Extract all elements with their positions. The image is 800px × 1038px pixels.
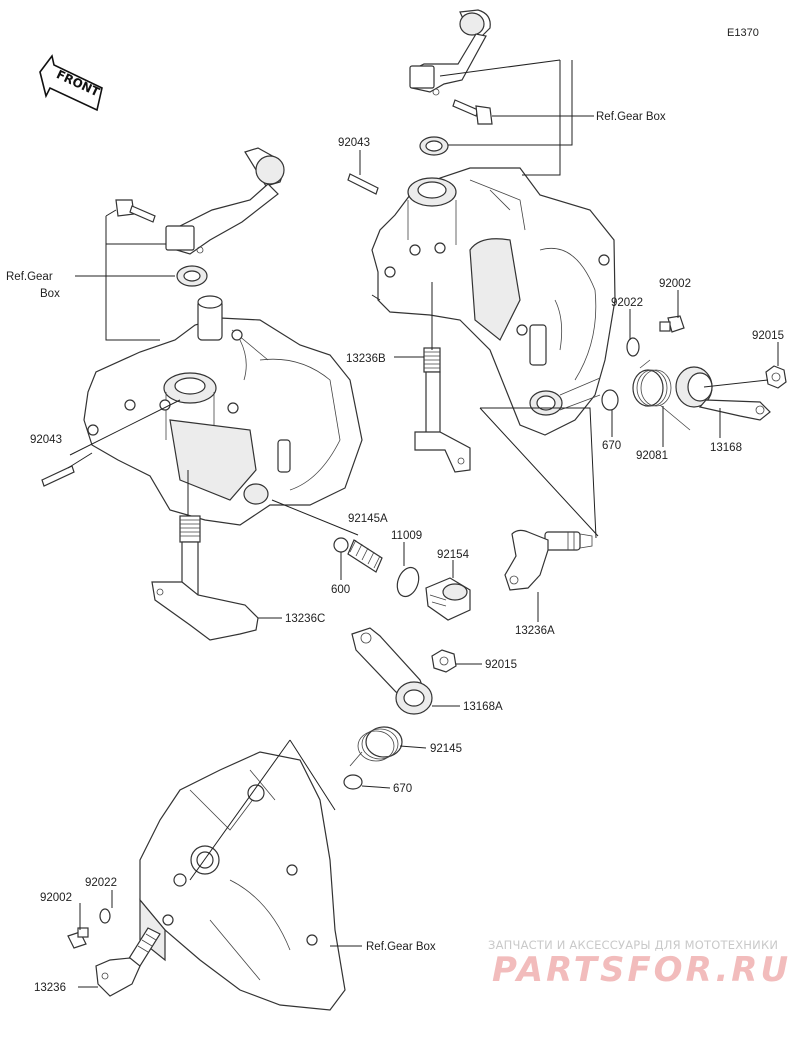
plug-92154 [425,577,471,621]
shift-shaft-13236b [414,347,471,473]
spring-92145a [347,539,383,573]
label-92043-top: 92043 [338,137,370,149]
circlip-670-top [601,389,619,411]
washer-92022-bottom [99,908,111,924]
arm-13168 [675,366,771,421]
washer-92022-top [626,337,640,357]
label-92022-bottom: 92022 [85,877,117,889]
label-13168: 13168 [710,442,742,454]
spring-92145 [349,726,403,767]
label-ref-gear-left-2: Box [40,288,60,300]
gear-case-bottom [139,751,346,1011]
label-92043-left: 92043 [30,434,62,446]
gear-case-left [83,295,363,526]
arm-13168a [351,627,433,715]
shift-shaft-13236a [504,529,593,591]
label-92015-mid: 92015 [485,659,517,671]
watermark-brand: PARTSFOR.RU [492,950,792,990]
label-13236c: 13236C [285,613,325,625]
shift-shaft-13236 [95,927,161,997]
pin-left [41,465,75,487]
oil-seal-left [176,265,208,287]
bolt-92002-top [659,315,685,333]
label-92002-bottom: 92002 [40,892,72,904]
label-92145a: 92145A [348,513,388,525]
spring-92081 [632,359,691,431]
shift-lever-left [165,147,285,255]
nut-92015-top [765,365,787,389]
label-92081: 92081 [636,450,668,462]
label-13236a: 13236A [515,625,555,637]
label-600: 600 [331,584,350,596]
label-92145: 92145 [430,743,462,755]
oil-seal-top [419,136,449,156]
label-ref-gear-box-top: Ref.Gear Box [596,111,666,123]
shift-lever-top [409,9,491,96]
circlip-670-bottom [343,774,363,790]
label-13236: 13236 [34,982,66,994]
label-670-top: 670 [602,440,621,452]
nut-92015-mid [431,649,457,673]
bolt-92002-bottom [67,927,89,949]
pin-top [347,173,379,195]
bolt-left [115,199,156,223]
leader-lines [67,59,779,988]
ball-600 [333,537,349,553]
label-ref-gear-box-bottom: Ref.Gear Box [366,941,436,953]
shift-shaft-13236c [151,515,259,641]
gear-case-top [371,167,616,436]
label-13168a: 13168A [463,701,503,713]
label-92154: 92154 [437,549,470,561]
bolt-top [452,99,493,125]
label-11009: 11009 [391,530,422,542]
front-arrow-icon: FRONT [39,54,103,112]
label-670-bottom: 670 [393,783,412,795]
label-13236b: 13236B [346,353,386,365]
label-92022-top: 92022 [611,297,643,309]
watermark-tagline: ЗАПЧАСТИ И АКСЕССУАРЫ ДЛЯ МОТОТЕХНИКИ [488,938,779,952]
label-ref-gear-left-1: Ref.Gear [6,271,53,283]
label-92002-top: 92002 [659,278,691,290]
diagram-code: E1370 [727,27,759,39]
washer-11009 [396,566,420,598]
label-92015-top: 92015 [752,330,784,342]
